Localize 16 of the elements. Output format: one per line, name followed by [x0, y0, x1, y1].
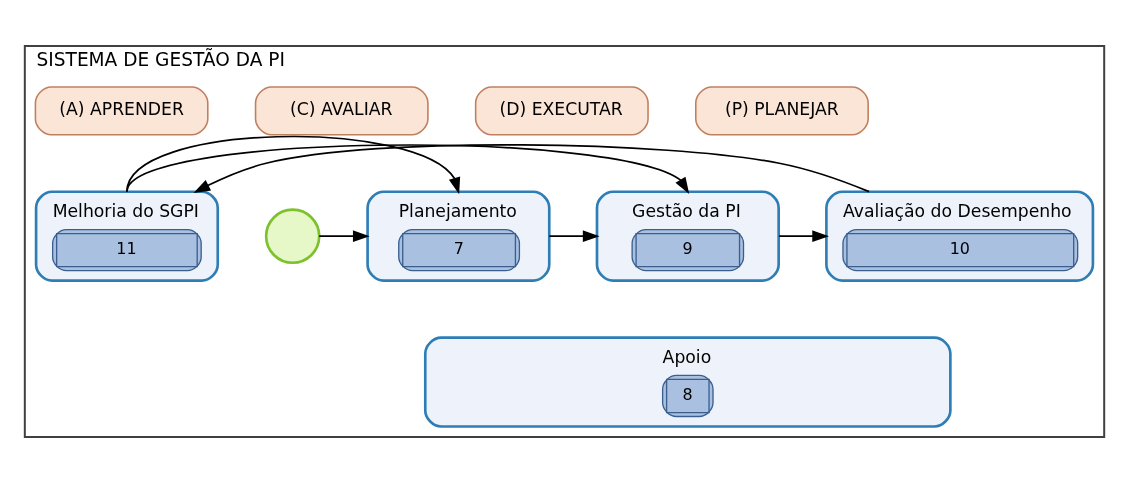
arrow: [548, 229, 600, 242]
arrow: [778, 229, 829, 242]
node-circle: [264, 207, 321, 264]
node-box: Melhoria do SGPI 11: [34, 189, 220, 282]
node-box: (A) APRENDER: [34, 85, 209, 136]
node-box: Gestão da PI 9: [595, 189, 780, 282]
node-box: Planejamento 7: [366, 189, 551, 282]
node-box: (P) PLANEJAR: [695, 85, 869, 136]
arrow: [126, 143, 690, 194]
arrow: [318, 229, 370, 242]
arrow: [193, 143, 870, 193]
node-box: Apoio 8: [423, 335, 952, 428]
node-box: (C) AVALIAR: [254, 85, 429, 136]
node-box: (D) EXECUTAR: [474, 85, 649, 136]
node-box: Avaliação do Desempenho 10: [825, 189, 1095, 282]
arrow: [126, 135, 461, 194]
